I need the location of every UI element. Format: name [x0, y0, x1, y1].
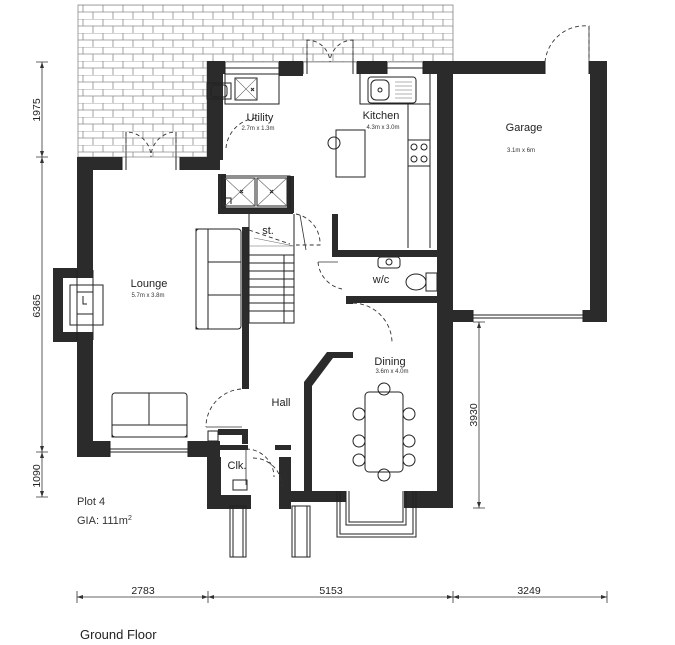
- dining-bay-window: [336, 491, 417, 538]
- dim-left-mid: 6365: [31, 294, 43, 318]
- hall-door-swings: [205, 302, 393, 491]
- dim-bottom-mid: 5153: [319, 585, 343, 597]
- lounge-french-doors: [125, 131, 177, 158]
- utility-fittings: [206, 73, 291, 209]
- kitchen-label: Kitchen: [363, 110, 400, 122]
- gia-label: GIA: 111m2: [77, 515, 132, 527]
- gia-value: GIA: 111m: [77, 515, 128, 527]
- lounge-label: Lounge: [131, 278, 168, 290]
- store-label: st.: [262, 225, 274, 237]
- wc-fittings: [317, 256, 438, 292]
- dim-right-dining: 3930: [468, 403, 480, 427]
- utility-size: 2.7m x 1.3m: [241, 126, 274, 132]
- lounge-size: 5.7m x 3.8m: [131, 293, 164, 299]
- gia-superscript: 2: [128, 515, 132, 522]
- left-dimension: 1975 6365 1090: [31, 61, 48, 498]
- cloaks-label: Clk.: [228, 460, 247, 472]
- dim-left-top: 1975: [31, 98, 43, 122]
- dining-table: [352, 382, 416, 482]
- plot-label: Plot 4: [77, 496, 105, 508]
- plan-info: Plot 4 GIA: 111m2 Ground Floor: [77, 496, 157, 642]
- right-dimension: 3930: [468, 321, 485, 509]
- dim-left-bottom: 1090: [31, 464, 43, 488]
- front-steps: [229, 505, 311, 558]
- dining-label: Dining: [374, 356, 405, 368]
- kitchen-fittings: [225, 74, 431, 251]
- dim-bottom-right: 3249: [517, 585, 541, 597]
- garage-size: 3.1m x 6m: [507, 148, 535, 154]
- dining-size: 3.6m x 4.0m: [375, 369, 408, 375]
- bottom-dimension: 2783 5153 3249: [76, 585, 608, 603]
- hall-label: Hall: [272, 397, 291, 409]
- kitchen-french-doors: [306, 39, 354, 63]
- lounge-furniture: [69, 228, 242, 438]
- dim-bottom-left: 2783: [131, 585, 155, 597]
- wc-label: w/c: [372, 274, 390, 286]
- garage-label: Garage: [506, 122, 543, 134]
- patio-paving: [77, 4, 454, 158]
- garage-door-swing: [544, 25, 590, 63]
- room-labels: Utility 2.7m x 1.3m Kitchen 4.3m x 3.0m …: [131, 110, 543, 472]
- kitchen-size: 4.3m x 3.0m: [366, 125, 399, 131]
- stairs: [248, 214, 295, 324]
- utility-label: Utility: [247, 112, 274, 124]
- page-title: Ground Floor: [80, 627, 157, 642]
- walls: [53, 61, 607, 509]
